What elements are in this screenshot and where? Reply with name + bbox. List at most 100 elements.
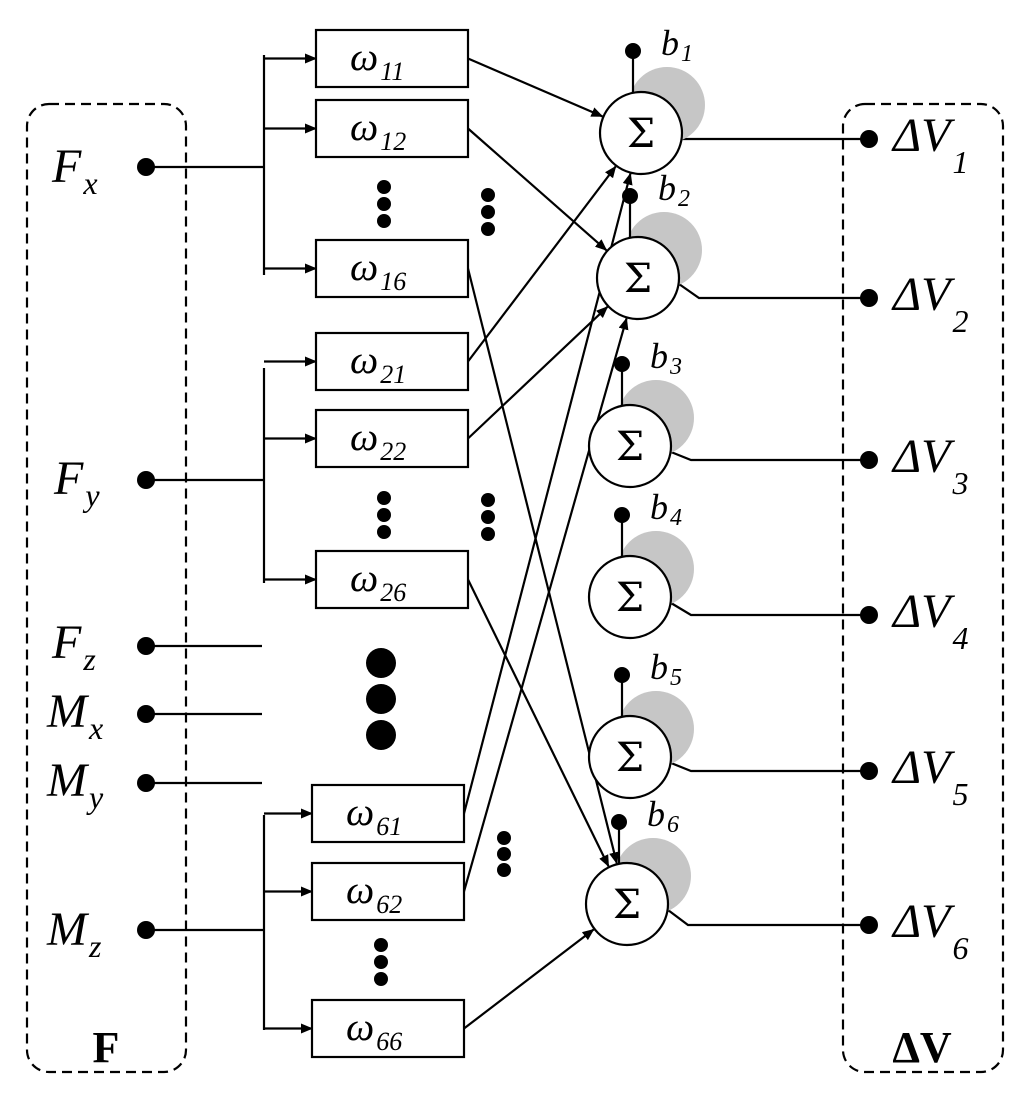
sigma-symbol: Σ xyxy=(616,424,644,470)
input-label-Fz-subscript: z xyxy=(82,641,96,677)
weight-label-26-base: ω xyxy=(350,555,378,600)
weight-to-summer-arrow xyxy=(467,127,608,252)
bias-terminal-dot xyxy=(614,507,630,523)
weight-box xyxy=(314,408,470,469)
sigma-symbol: Σ xyxy=(616,735,644,781)
ellipsis-weights-2b xyxy=(481,493,495,541)
output-terminal-dot xyxy=(860,130,878,148)
output-label-1: ΔV1 xyxy=(891,109,969,180)
ellipsis-middle-inputs-dot xyxy=(366,648,396,678)
summation-node xyxy=(587,403,673,489)
input-label-Mz-base: M xyxy=(46,903,90,956)
sigma-symbol: Σ xyxy=(616,575,644,621)
summation-node xyxy=(587,714,673,800)
output-label-2-subscript: 2 xyxy=(953,303,969,339)
output-label-6-subscript: 6 xyxy=(953,930,969,966)
weight-label-22-subscript: 22 xyxy=(380,437,406,466)
weight-box xyxy=(310,783,466,844)
output-terminal-dot xyxy=(860,762,878,780)
bias-label-2-subscript: 2 xyxy=(678,186,690,212)
connections xyxy=(137,53,878,1034)
sigma-symbol: Σ xyxy=(613,882,641,928)
weight-to-summer-arrow xyxy=(467,165,617,363)
input-label-Fy-base: F xyxy=(53,452,84,505)
bias-label-1: b1 xyxy=(661,23,693,67)
ellipsis-middle-inputs xyxy=(366,648,396,750)
weight-label-66: ω66 xyxy=(346,1004,402,1056)
input-label-Mz-subscript: z xyxy=(88,928,102,964)
weight-label-26-subscript: 26 xyxy=(380,578,406,607)
weight-box xyxy=(314,331,470,392)
weight-label-66-subscript: 66 xyxy=(376,1027,402,1056)
weight-label-16-base: ω xyxy=(350,244,378,289)
weight-label-21-subscript: 21 xyxy=(380,360,406,389)
weight-label-66-base: ω xyxy=(346,1004,374,1049)
weight-label-22-base: ω xyxy=(350,414,378,459)
weight-label-21-base: ω xyxy=(350,337,378,382)
output-label-5-base: ΔV xyxy=(891,741,955,794)
ellipsis-middle-inputs-dot xyxy=(366,720,396,750)
bias-label-2: b2 xyxy=(658,168,690,212)
bias-terminal-dot xyxy=(611,814,627,830)
bias-label-4-base: b xyxy=(650,487,668,527)
output-group-label: ΔV xyxy=(892,1023,952,1072)
output-label-6-base: ΔV xyxy=(891,895,955,948)
input-label-Mx-base: M xyxy=(46,685,90,738)
weight-label-61: ω61 xyxy=(346,789,402,841)
input-group-box xyxy=(25,102,188,1074)
ellipsis-weights-1b-dot xyxy=(481,205,495,219)
bias-terminal-dot xyxy=(625,43,641,59)
output-label-4-base: ΔV xyxy=(891,585,955,638)
output-terminal-dot xyxy=(860,916,878,934)
weight-label-12-base: ω xyxy=(350,104,378,149)
summation-node xyxy=(598,90,684,176)
output-label-4: ΔV4 xyxy=(891,585,969,656)
summation-node xyxy=(584,861,670,947)
weight-label-62: ω62 xyxy=(346,867,402,919)
input-label-Fz: Fz xyxy=(51,616,96,677)
ellipsis-weights-2-dot xyxy=(377,491,391,505)
weight-label-16: ω16 xyxy=(350,244,406,296)
output-line xyxy=(670,602,869,617)
ellipsis-weights-6b-dot xyxy=(374,938,388,952)
bias-label-5: b5 xyxy=(650,647,682,691)
bias-label-4-subscript: 4 xyxy=(670,505,682,531)
output-label-4-subscript: 4 xyxy=(953,620,969,656)
bias-terminal-dot xyxy=(614,667,630,683)
weight-label-12: ω12 xyxy=(350,104,406,156)
output-label-1-base: ΔV xyxy=(891,109,955,162)
output-label-5: ΔV5 xyxy=(891,741,969,812)
output-label-3-base: ΔV xyxy=(891,430,955,483)
ellipsis-weights-1 xyxy=(377,180,391,228)
bias-label-3: b3 xyxy=(650,336,682,380)
weight-to-summer-arrow xyxy=(467,306,609,440)
ellipsis-middle-inputs-dot xyxy=(366,684,396,714)
ellipsis-weights-1b xyxy=(481,188,495,236)
output-terminal-dot xyxy=(860,451,878,469)
ellipsis-weights-2-dot xyxy=(377,508,391,522)
weight-label-11-base: ω xyxy=(350,34,378,79)
ellipsis-weights-2-dot xyxy=(377,525,391,539)
weight-label-61-base: ω xyxy=(346,789,374,834)
bias-terminal-dot xyxy=(614,356,630,372)
weight-to-summer-arrow xyxy=(462,317,629,892)
summation-node xyxy=(587,554,673,640)
ellipsis-weights-6b-dot xyxy=(374,972,388,986)
ellipsis-weights-2b-dot xyxy=(481,510,495,524)
output-label-2: ΔV2 xyxy=(891,268,969,339)
ellipsis-weights-1b-dot xyxy=(481,188,495,202)
ellipsis-weights-6-dot xyxy=(497,863,511,877)
input-label-Fy: Fy xyxy=(53,452,100,513)
output-label-2-base: ΔV xyxy=(891,268,955,321)
ellipsis-weights-6b-dot xyxy=(374,955,388,969)
weight-box xyxy=(314,549,470,610)
weight-box xyxy=(314,98,470,159)
bias-label-3-subscript: 3 xyxy=(669,354,682,380)
output-label-1-subscript: 1 xyxy=(953,144,969,180)
weight-label-12-subscript: 12 xyxy=(380,127,406,156)
output-group-box xyxy=(841,102,1005,1074)
summation-node xyxy=(595,235,681,321)
ellipsis-weights-2b-dot xyxy=(481,493,495,507)
weight-label-26: ω26 xyxy=(350,555,406,607)
weight-to-summer-arrow xyxy=(463,928,595,1030)
